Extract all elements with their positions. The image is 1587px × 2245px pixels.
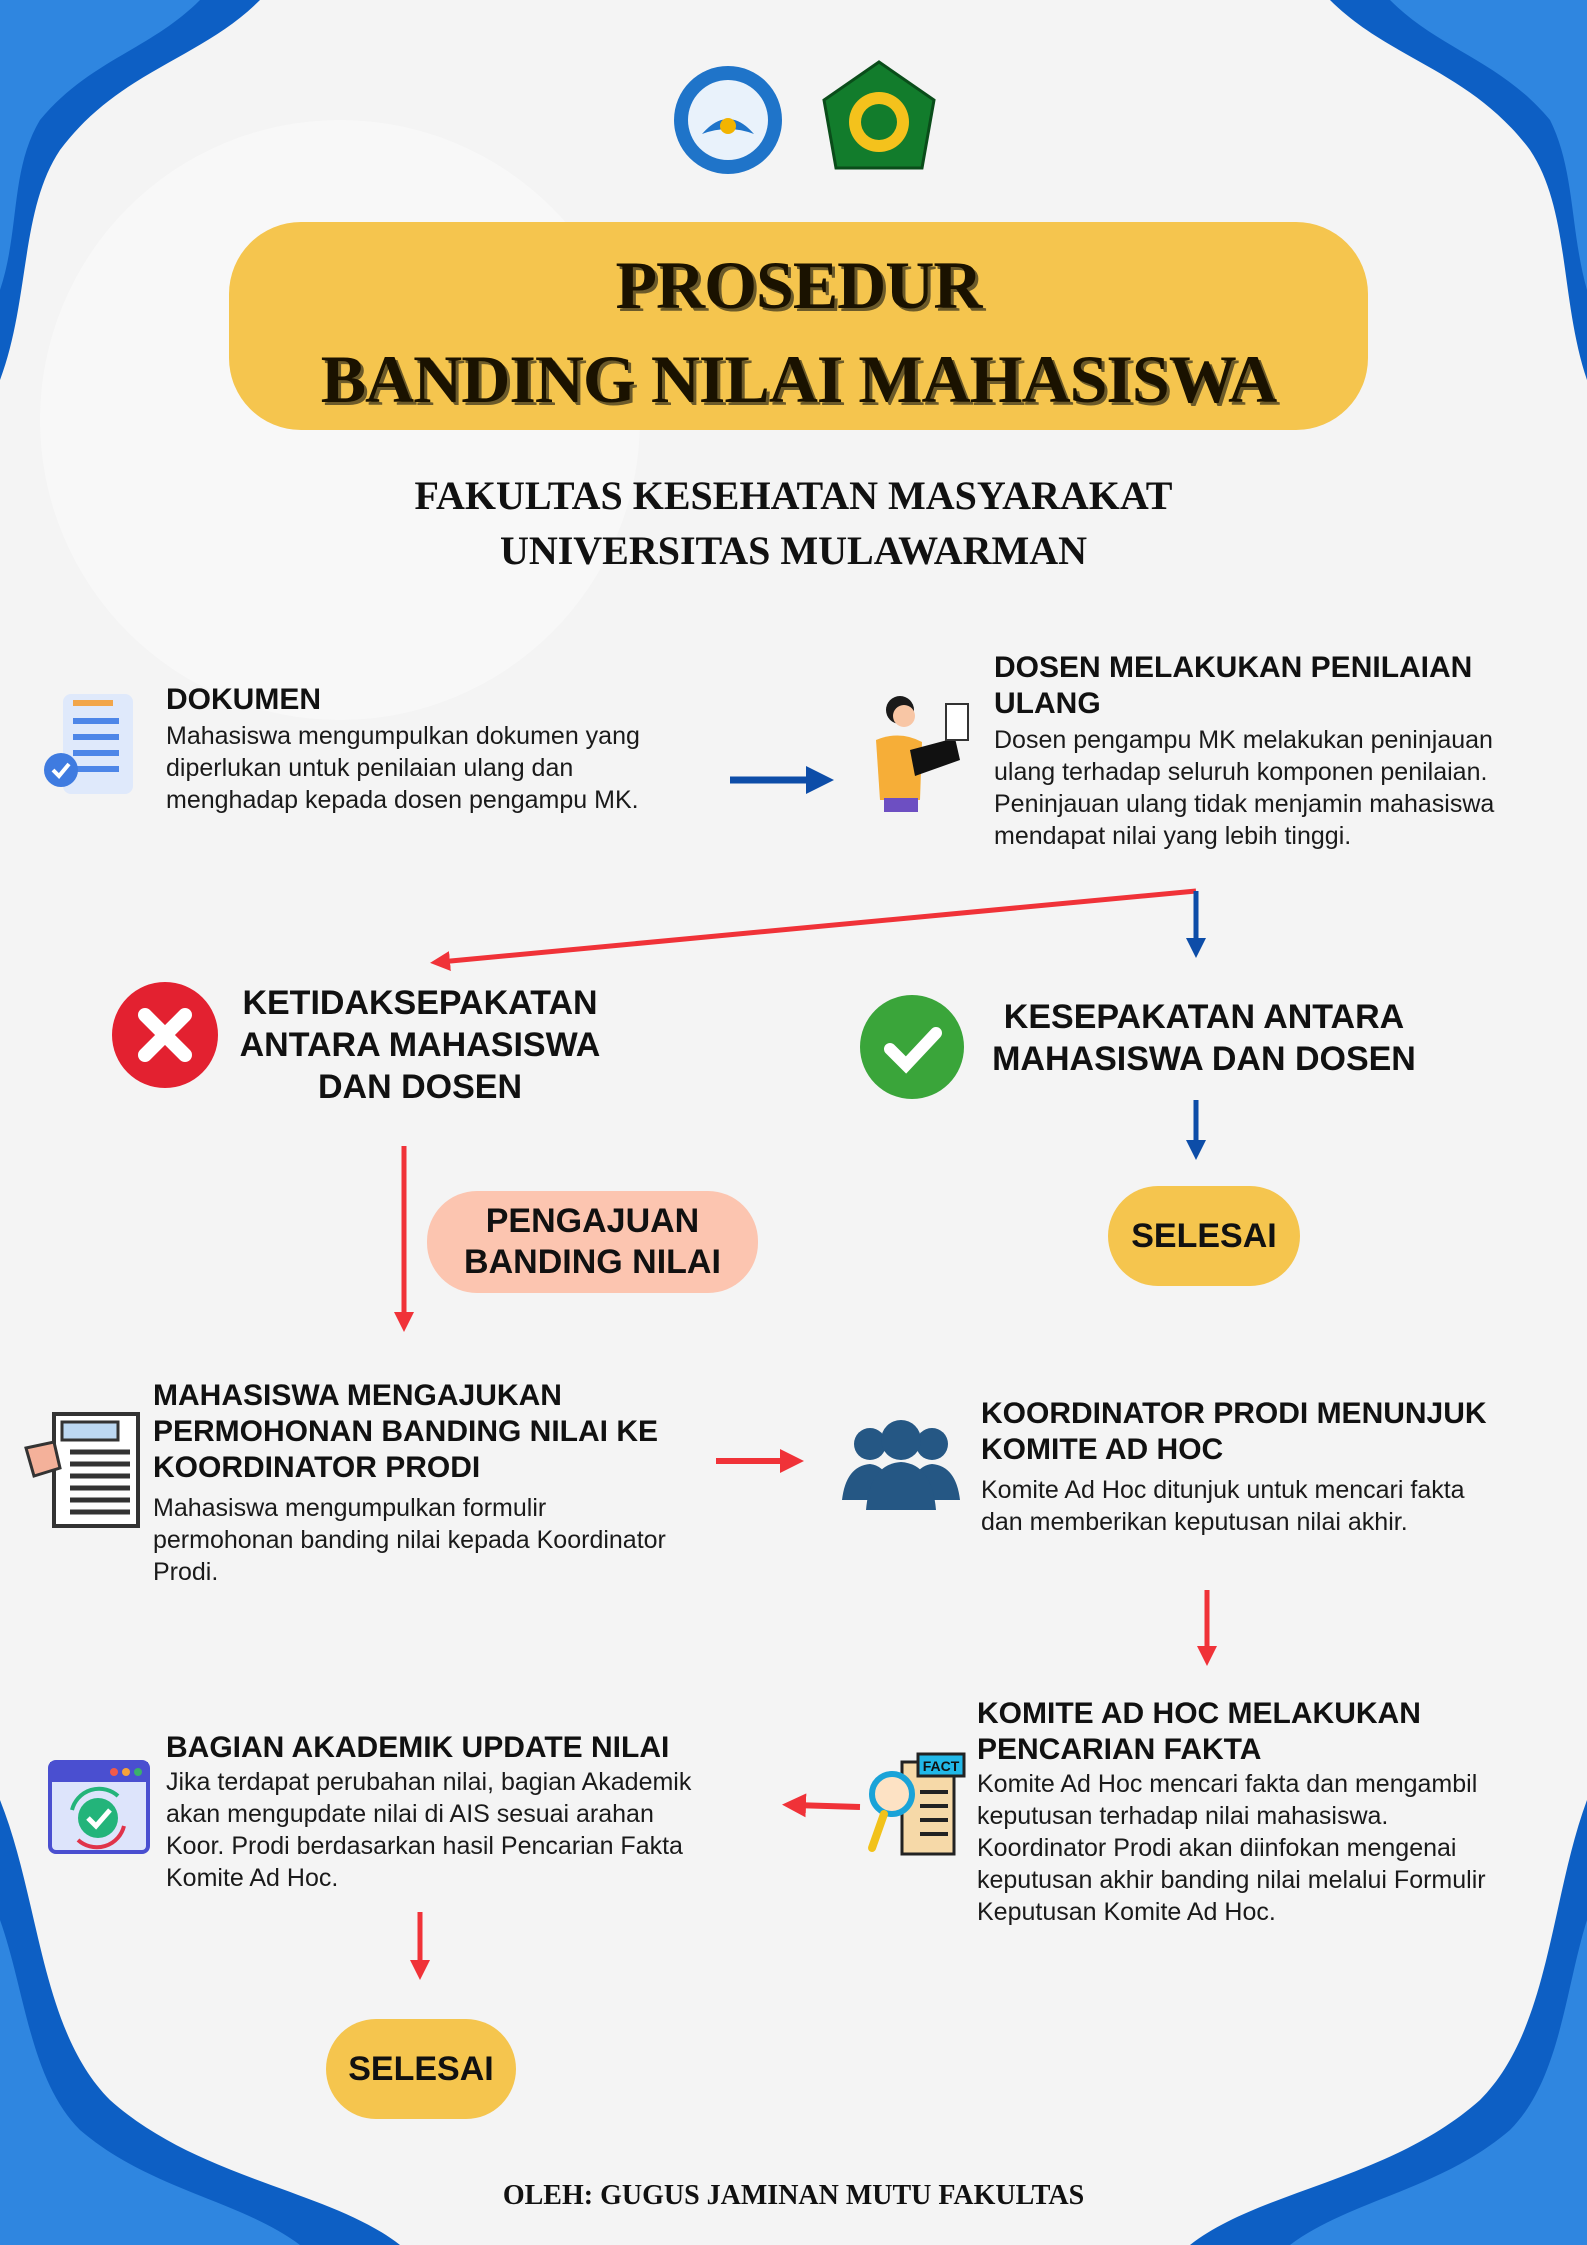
step-akademik: BAGIAN AKADEMIK UPDATE NILAI Jika terdap… xyxy=(166,1730,691,1894)
agreement-label: KESEPAKATAN ANTARA MAHASISWA DAN DOSEN xyxy=(974,996,1434,1080)
title-line-2: BANDING NILAI MAHASISWA xyxy=(320,341,1278,417)
step-text-line: dan memberikan keputusan nilai akhir. xyxy=(981,1508,1408,1536)
label-line: ANTARA MAHASISWA xyxy=(239,1026,601,1064)
label-line: MAHASISWA DAN DOSEN xyxy=(992,1040,1416,1078)
selesai-badge-2: SELESAI xyxy=(326,2019,516,2119)
step-title: BAGIAN AKADEMIK UPDATE NILAI xyxy=(166,1731,670,1764)
step-text-line: Mahasiswa mengumpulkan formulir xyxy=(153,1494,547,1522)
step-text-line: Mahasiswa mengumpulkan dokumen yang xyxy=(166,722,640,750)
label-line: DAN DOSEN xyxy=(317,1068,523,1106)
step-text-line: Peninjauan ulang tidak menjamin mahasisw… xyxy=(994,790,1495,818)
step-text-line: Koor. Prodi berdasarkan hasil Pencarian … xyxy=(166,1832,683,1860)
pengajuan-banding-badge: PENGAJUAN BANDING NILAI xyxy=(427,1191,758,1293)
step-text-line: permohonan banding nilai kepada Koordina… xyxy=(153,1526,666,1554)
step-title-line: PENCARIAN FAKTA xyxy=(977,1733,1262,1766)
step-text-line: Dosen pengampu MK melakukan peninjauan xyxy=(994,726,1493,754)
step-text-line: akan mengupdate nilai di AIS sesuai arah… xyxy=(166,1800,654,1828)
label-line: KETIDAKSEPAKATAN xyxy=(242,984,598,1022)
check-circle-icon xyxy=(860,995,964,1099)
step-title-line: KOORDINATOR PRODI MENUNJUK xyxy=(981,1397,1487,1430)
step-text-line: menghadap kepada dosen pengampu MK. xyxy=(166,786,639,814)
label-line: KESEPAKATAN ANTARA xyxy=(1003,998,1405,1036)
step-title-line: KOMITE AD HOC xyxy=(981,1433,1224,1466)
step-title-line: MAHASISWA MENGAJUKAN xyxy=(153,1379,562,1412)
tut-wuri-handayani-logo xyxy=(672,64,784,176)
step-dokumen: DOKUMEN Mahasiswa mengumpulkan dokumen y… xyxy=(166,682,640,816)
document-icon xyxy=(43,690,150,808)
step-text-line: Komite Ad Hoc mencari fakta dan mengambi… xyxy=(977,1770,1478,1798)
step-title-line: PERMOHONAN BANDING NILAI KE xyxy=(153,1415,659,1448)
step-text-line: keputusan akhir banding nilai melalui Fo… xyxy=(977,1866,1486,1894)
label-line: BANDING NILAI xyxy=(464,1243,721,1281)
label-line: PENGAJUAN xyxy=(485,1202,700,1240)
step-title-line: DOSEN MELAKUKAN PENILAIAN xyxy=(994,651,1473,684)
lecturer-icon xyxy=(860,690,980,812)
step-text-line: Prodi. xyxy=(153,1558,219,1586)
fact-label: FACT xyxy=(923,1758,960,1774)
step-dosen: DOSEN MELAKUKAN PENILAIAN ULANG Dosen pe… xyxy=(994,650,1494,852)
step-text-line: Komite Ad Hoc ditunjuk untuk mencari fak… xyxy=(981,1476,1465,1504)
step-title-line: KOORDINATOR PRODI xyxy=(153,1451,481,1484)
step-text-line: Koordinator Prodi akan diinfokan mengena… xyxy=(977,1834,1457,1862)
step-text-line: keputusan terhadap nilai mahasiswa. xyxy=(977,1802,1389,1830)
step-title: DOKUMEN xyxy=(166,683,321,716)
unmul-logo xyxy=(822,60,936,174)
subtitle-line-2: UNIVERSITAS MULAWARMAN xyxy=(499,528,1088,573)
step-text-line: ulang terhadap seluruh komponen penilaia… xyxy=(994,758,1488,786)
disagreement-label: KETIDAKSEPAKATAN ANTARA MAHASISWA DAN DO… xyxy=(220,982,620,1108)
browser-update-icon xyxy=(48,1760,150,1854)
step-title-line: ULANG xyxy=(994,687,1101,720)
x-circle-icon xyxy=(112,982,218,1088)
fact-finding-icon: FACT xyxy=(862,1752,966,1858)
step-text-line: mendapat nilai yang lebih tinggi. xyxy=(994,822,1352,850)
form-document-icon xyxy=(24,1412,142,1530)
step-koordinator: KOORDINATOR PRODI MENUNJUK KOMITE AD HOC… xyxy=(981,1396,1487,1538)
title-line-1: PROSEDUR xyxy=(615,247,982,323)
selesai-badge-1: SELESAI xyxy=(1108,1186,1300,1286)
step-text-line: Komite Ad Hoc. xyxy=(166,1864,339,1892)
step-mahasiswa: MAHASISWA MENGAJUKAN PERMOHONAN BANDING … xyxy=(153,1378,666,1588)
step-text-line: Keputusan Komite Ad Hoc. xyxy=(977,1898,1276,1926)
step-title-line: KOMITE AD HOC MELAKUKAN xyxy=(977,1697,1421,1730)
subtitle-line-1: FAKULTAS KESEHATAN MASYARAKAT xyxy=(414,473,1173,518)
step-komite: KOMITE AD HOC MELAKUKAN PENCARIAN FAKTA … xyxy=(977,1696,1486,1928)
faculty-subtitle: FAKULTAS KESEHATAN MASYARAKAT UNIVERSITA… xyxy=(0,468,1587,578)
footer-credit: OLEH: GUGUS JAMINAN MUTU FAKULTAS xyxy=(502,2180,1085,2211)
step-text-line: Jika terdapat perubahan nilai, bagian Ak… xyxy=(166,1768,692,1796)
step-text-line: diperlukan untuk penilaian ulang dan xyxy=(166,754,574,782)
people-group-icon xyxy=(840,1420,962,1510)
title-banner: PROSEDUR BANDING NILAI MAHASISWA xyxy=(229,222,1368,430)
